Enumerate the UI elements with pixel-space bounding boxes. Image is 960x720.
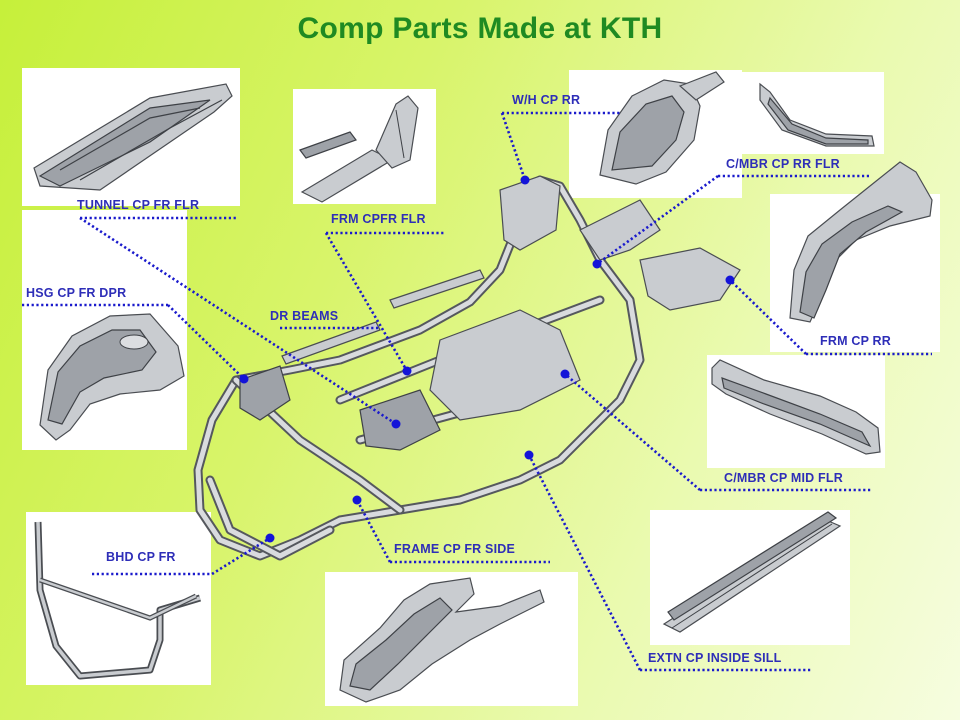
- dot-tunnel-cp-fr-flr: [391, 419, 401, 429]
- hsg-cp-fr-dpr-part: [39, 313, 185, 441]
- slide-title: Comp Parts Made at KTH: [297, 12, 663, 45]
- tunnel-cp-fr-flr-part: [33, 83, 233, 191]
- cmbr-cp-mid-flr-part: [711, 359, 881, 455]
- leader-frm-cp-rr-2: [729, 279, 807, 355]
- label-dr-beams: DR BEAMS: [270, 309, 339, 323]
- dot-frm-cp-rr: [725, 275, 735, 285]
- dot-frm-cpfr-flr: [402, 366, 412, 376]
- body-frame: [193, 175, 741, 561]
- dot-extn-cp-inside-sill: [524, 450, 534, 460]
- leader-tunnel-cp-fr-flr-2: [79, 216, 397, 426]
- frm-cp-rr-part: [789, 161, 933, 323]
- extn-cp-inside-sill-part: [662, 511, 842, 633]
- label-cmbr-cp-rr-flr: C/MBR CP RR FLR: [726, 157, 840, 171]
- label-hsg-cp-fr-dpr: HSG CP FR DPR: [26, 286, 127, 300]
- dot-cmbr-cp-rr-flr: [592, 259, 602, 269]
- leader-wh-cp-rr-2: [500, 112, 527, 181]
- dot-wh-cp-rr: [520, 175, 530, 185]
- dr-beams-part: [281, 269, 485, 365]
- label-tunnel-cp-fr-flr: TUNNEL CP FR FLR: [77, 198, 200, 212]
- frm-cpfr-flr-part: [299, 95, 419, 203]
- cmbr-cp-rr-flr-part: [759, 82, 875, 147]
- label-bhd-cp-fr: BHD CP FR: [106, 550, 176, 564]
- bhd-cp-fr-part: [34, 521, 202, 680]
- label-extn-cp-inside-sill: EXTN CP INSIDE SILL: [648, 651, 782, 665]
- leader-hsg-cp-fr-dpr-2: [167, 304, 245, 380]
- leader-bhd-cp-fr-2: [211, 536, 271, 576]
- label-frame-cp-fr-side: FRAME CP FR SIDE: [394, 542, 516, 556]
- dot-cmbr-cp-mid-flr: [560, 369, 570, 379]
- label-frm-cpfr-flr: FRM CPFR FLR: [331, 212, 426, 226]
- leader-frame-cp-fr-side-2: [355, 499, 392, 563]
- frame-cp-fr-side-part: [339, 577, 545, 703]
- leader-cmbr-cp-mid-flr-2: [564, 373, 701, 491]
- dot-frame-cp-fr-side: [352, 495, 362, 505]
- label-frm-cp-rr: FRM CP RR: [820, 334, 892, 348]
- dot-hsg-cp-fr-dpr: [239, 374, 249, 384]
- leader-lines: [22, 111, 932, 672]
- wh-cp-rr-part: [599, 71, 725, 185]
- callout-dots: [239, 175, 735, 543]
- leader-extn-cp-inside-sill-2: [527, 454, 642, 671]
- label-wh-cp-rr: W/H CP RR: [512, 93, 581, 107]
- leader-cmbr-cp-rr-flr-2: [596, 174, 719, 266]
- panel-bhd-cp-fr: [26, 512, 211, 685]
- label-cmbr-cp-mid-flr: C/MBR CP MID FLR: [724, 471, 843, 485]
- dot-bhd-cp-fr: [265, 533, 275, 543]
